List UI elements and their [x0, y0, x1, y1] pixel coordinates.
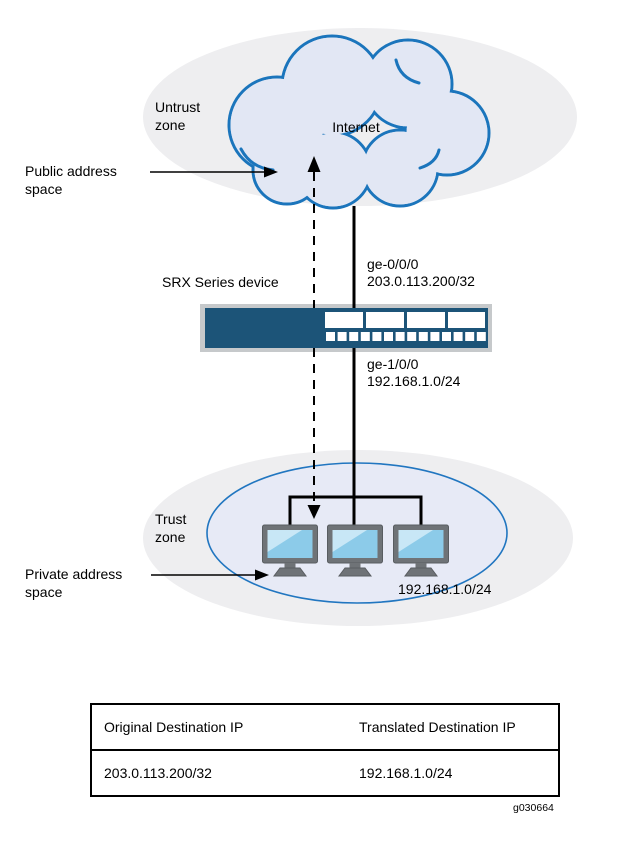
srx-device-label: SRX Series device — [162, 274, 279, 290]
public-address-arrow — [150, 166, 278, 178]
table-header-original-ip: Original Destination IP — [104, 719, 244, 735]
trust-zone-label: Trust zone — [155, 511, 187, 545]
table-cell-original-ip: 203.0.113.200/32 — [104, 765, 212, 781]
trust-subnet-label: 192.168.1.0/24 — [398, 581, 492, 597]
arrow-down-icon — [307, 505, 321, 519]
interface-ge100-address: 192.168.1.0/24 — [367, 373, 461, 389]
arrow-right-icon — [255, 569, 269, 581]
table-cell-translated-ip: 192.168.1.0/24 — [359, 765, 453, 781]
arrow-up-icon — [307, 156, 321, 172]
device-port-slots — [325, 312, 486, 341]
figure-id: g030664 — [513, 802, 554, 814]
nat-translation-table: Original Destination IP Translated Desti… — [90, 703, 560, 797]
arrow-right-icon — [264, 166, 278, 178]
internet-label: Internet — [332, 119, 380, 135]
private-address-label: Private address space — [25, 566, 123, 600]
private-address-arrow — [151, 569, 269, 581]
interface-ge100-name: ge-1/0/0 — [367, 356, 419, 372]
public-address-label: Public address space — [25, 163, 117, 197]
internet-cloud-icon — [227, 34, 491, 210]
untrust-zone-label: Untrust zone — [155, 99, 201, 133]
table-header-translated-ip: Translated Destination IP — [359, 719, 516, 735]
interface-ge000-name: ge-0/0/0 — [367, 256, 419, 272]
table-header-row: Original Destination IP Translated Desti… — [92, 705, 558, 751]
interface-ge000-address: 203.0.113.200/32 — [367, 273, 475, 289]
table-row: 203.0.113.200/32 192.168.1.0/24 — [92, 751, 558, 795]
srx-device-icon — [205, 308, 488, 348]
